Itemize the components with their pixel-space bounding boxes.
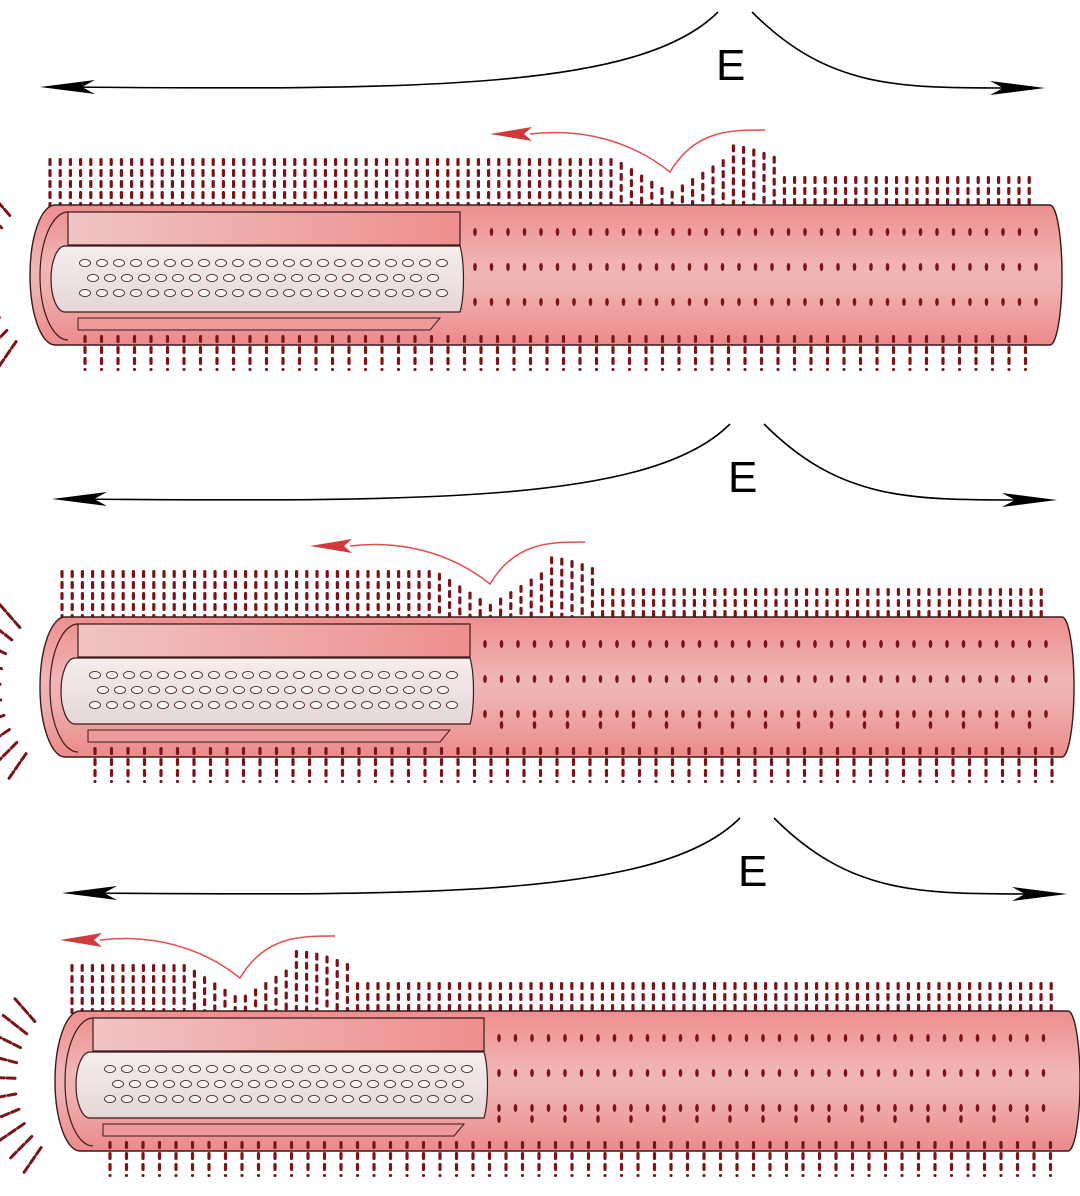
field-line: E	[52, 424, 1057, 507]
wave-arrowhead	[490, 127, 532, 141]
field-line: E	[40, 12, 1045, 95]
cilia-left-end	[0, 604, 26, 779]
field-label: E	[716, 41, 745, 90]
panel-2: E	[0, 424, 1074, 783]
wave-arrowhead	[310, 539, 352, 553]
cilia-top	[70, 950, 1052, 1014]
panel-3: E	[0, 818, 1080, 1177]
axoneme-tube	[40, 617, 1074, 757]
cutaway-shell	[78, 624, 470, 657]
cilia-left-end	[0, 998, 41, 1173]
wave-arrowhead	[60, 933, 102, 947]
field-label: E	[738, 847, 767, 896]
cutaway-shell	[68, 212, 460, 245]
field-line: E	[62, 818, 1067, 901]
wave-arrow	[310, 539, 585, 584]
axoneme-tube	[30, 205, 1062, 345]
axoneme-tube	[55, 1011, 1080, 1151]
cilia-left-end	[0, 192, 16, 367]
cilia-top	[60, 556, 1042, 620]
cilia-top	[48, 144, 1030, 208]
cutaway-shell	[93, 1018, 484, 1051]
field-label: E	[728, 453, 757, 502]
panel-1: E	[0, 12, 1062, 371]
